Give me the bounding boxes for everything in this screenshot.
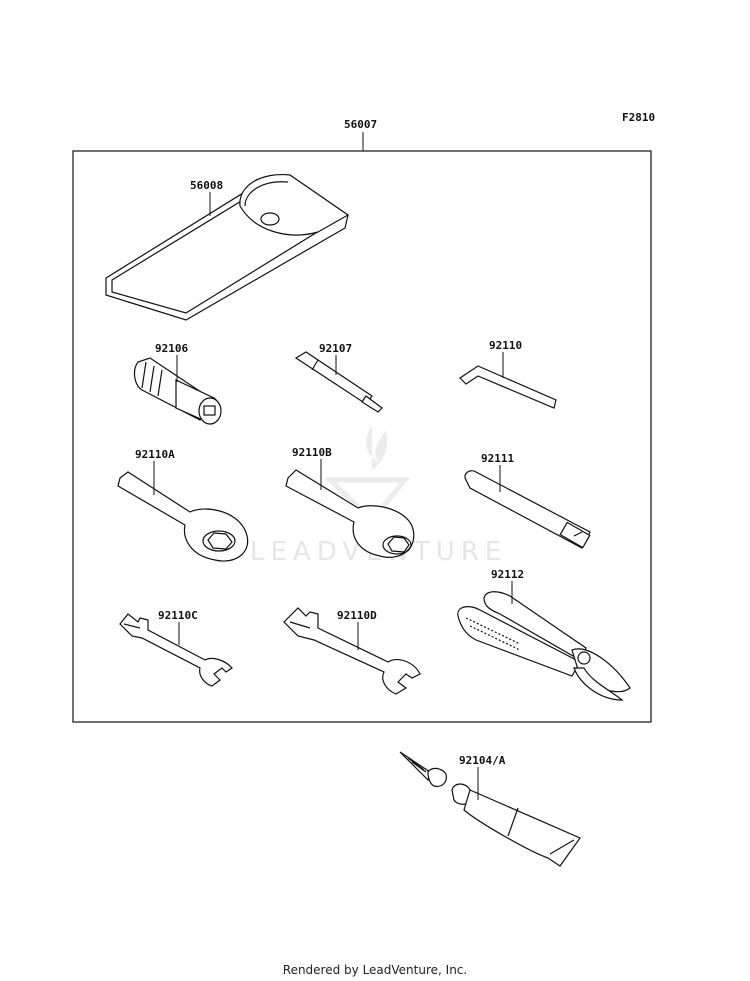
label-socket: 92106 — [155, 342, 188, 355]
socket-drawing — [133, 357, 222, 425]
label-handle: 92111 — [481, 452, 514, 465]
label-screwdriver: 92107 — [319, 342, 352, 355]
kit-frame — [72, 150, 652, 723]
label-grease: 92104/A — [459, 754, 506, 767]
footer-credit: Rendered by LeadVenture, Inc. — [282, 963, 468, 977]
label-hex-key: 92110 — [489, 339, 522, 352]
box-wrench-a-drawing — [117, 471, 249, 562]
label-kit: 56007 — [344, 118, 377, 131]
handle-drawing — [464, 470, 591, 549]
hex-key-drawing — [459, 365, 557, 409]
screwdriver-drawing — [294, 351, 383, 413]
grease-tube-drawing — [399, 751, 581, 867]
wrench-d-drawing — [283, 607, 421, 695]
pouch-drawing — [105, 173, 350, 321]
label-pliers: 92112 — [491, 568, 524, 581]
label-wrench-c: 92110C — [158, 609, 198, 622]
wrench-c-drawing — [119, 613, 233, 687]
label-wrench-d: 92110D — [337, 609, 377, 622]
label-pouch: 56008 — [190, 179, 223, 192]
figure-code: F2810 — [622, 111, 655, 124]
label-box-wrench-a: 92110A — [135, 448, 175, 461]
label-box-wrench-b: 92110B — [292, 446, 332, 459]
box-wrench-b-drawing — [285, 469, 415, 558]
pliers-drawing — [457, 591, 631, 701]
